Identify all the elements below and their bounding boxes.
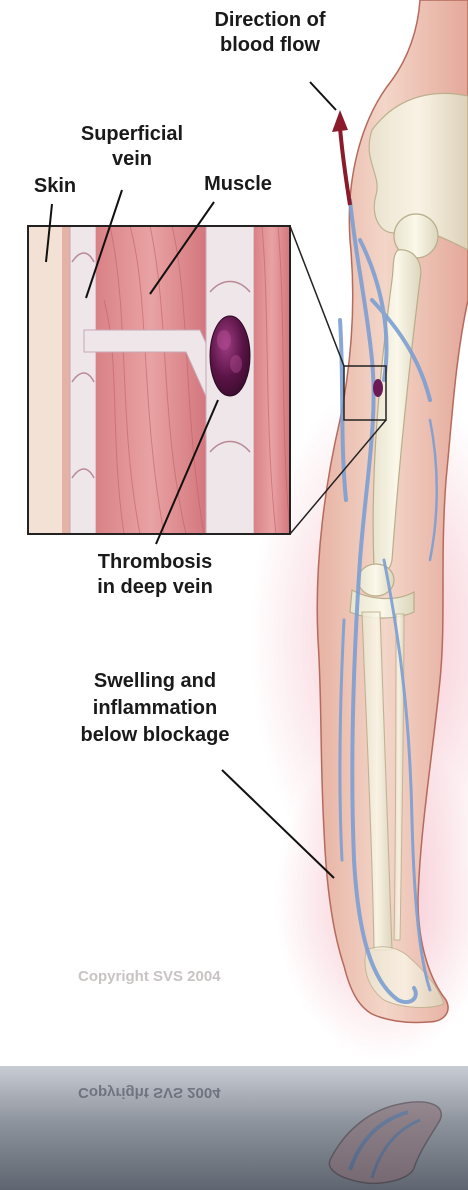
inset-connector-top — [290, 226, 344, 366]
thrombosis-label: Thrombosis in deep vein — [68, 550, 242, 600]
thrombus-clot — [210, 316, 250, 396]
swelling-label-line2: inflammation — [50, 695, 260, 722]
direction-label-line2: blood flow — [186, 33, 354, 58]
blood-flow-arrow — [340, 128, 350, 205]
swelling-label-line1: Swelling and — [50, 668, 260, 695]
inset-cross-section — [28, 226, 290, 534]
skin-label: Skin — [24, 174, 86, 199]
foot-reflection — [0, 1066, 468, 1190]
superficial-label-line2: vein — [58, 147, 206, 172]
copyright-text: Copyright SVS 2004 — [78, 968, 221, 985]
reflection-strip: Copyright SVS 2004 — [0, 1066, 468, 1190]
blood-flow-arrowhead — [332, 110, 348, 132]
swelling-label: Swelling and inflammation below blockage — [50, 668, 260, 749]
leg-clot — [373, 379, 383, 397]
superficial-vein-label: Superficial vein — [58, 122, 206, 172]
superficial-label-line1: Superficial — [58, 122, 206, 147]
thrombosis-label-line2: in deep vein — [68, 575, 242, 600]
direction-leader-line — [310, 82, 336, 110]
thrombosis-label-line1: Thrombosis — [68, 550, 242, 575]
swelling-label-line3: below blockage — [50, 722, 260, 749]
direction-label: Direction of blood flow — [186, 8, 354, 58]
direction-label-line1: Direction of — [186, 8, 354, 33]
muscle-label: Muscle — [188, 172, 288, 197]
